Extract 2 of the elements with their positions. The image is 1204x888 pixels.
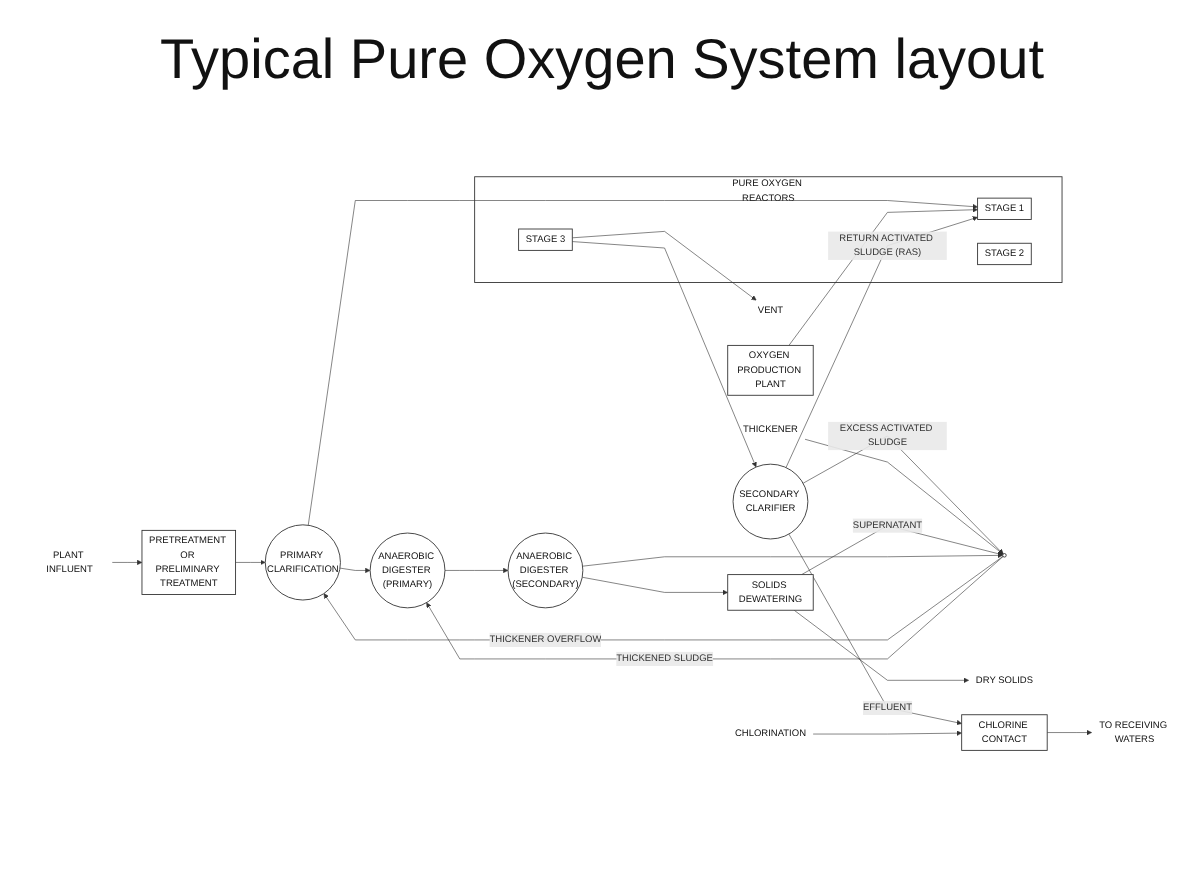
title: Typical Pure Oxygen System layout [158,28,1046,92]
node-circle [1002,553,1007,558]
